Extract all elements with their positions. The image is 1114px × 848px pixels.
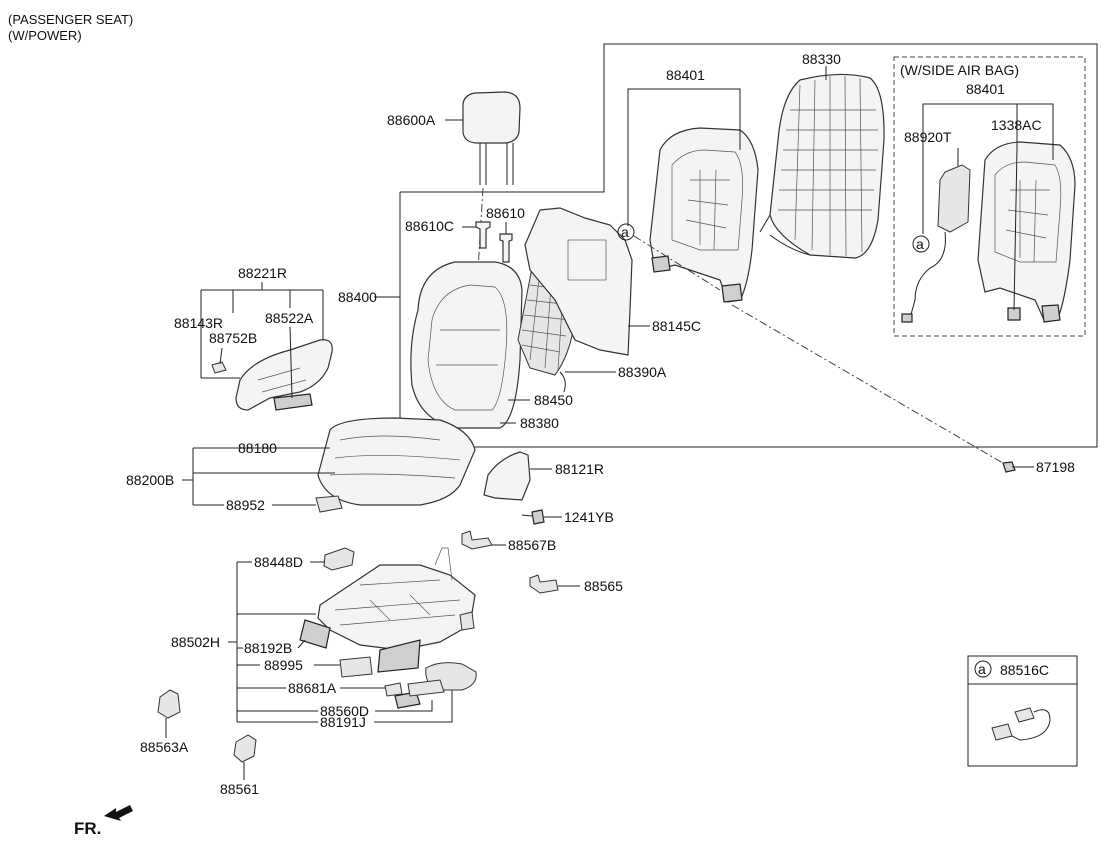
label-88121R: 88121R [555, 461, 604, 477]
leader-88522A [289, 326, 293, 399]
label-88610C: 88610C [405, 218, 454, 234]
leader-88401-airbag [922, 103, 1054, 234]
label-88560D: 88560D [320, 703, 369, 719]
bracket-88567B [461, 530, 493, 550]
side-cover-88121R [483, 451, 531, 501]
leader-88192B [297, 639, 306, 649]
label-88448D: 88448D [254, 554, 303, 570]
seat-frame [299, 547, 476, 673]
label-88180: 88180 [238, 440, 277, 456]
label-88191J: 88191J [320, 714, 366, 730]
airbag-group-box [893, 56, 1086, 337]
legend-part-no: 88516C [1000, 662, 1049, 678]
dashline-frame-main [633, 235, 721, 291]
label-1338AC: 1338AC [991, 117, 1042, 133]
label-88401-main: 88401 [666, 67, 705, 83]
leader-88560D [375, 700, 433, 712]
switch-88681A [384, 682, 403, 697]
label-88681A: 88681A [288, 680, 337, 696]
label-88563A: 88563A [140, 739, 189, 755]
circle-marker-a-airbag [912, 235, 930, 253]
label-88380: 88380 [520, 415, 559, 431]
leader-88401-main [627, 88, 741, 226]
label-88752B: 88752B [209, 330, 257, 346]
label-88145C: 88145C [652, 318, 701, 334]
front-direction-label: FR. [74, 819, 101, 838]
headrest-guide-88610 [499, 233, 513, 263]
legend-marker-circle [974, 660, 992, 678]
seatback-frame-airbag [977, 141, 1076, 323]
label-88400: 88400 [338, 289, 377, 305]
side-shield [211, 339, 333, 411]
seatback-cover [410, 261, 523, 429]
bracket-88565 [529, 574, 559, 594]
module-88995 [339, 656, 373, 678]
label-88401-airbag: 88401 [966, 81, 1005, 97]
seatback-rear-panel [759, 73, 885, 259]
headrest [462, 91, 521, 185]
label-88390A: 88390A [618, 364, 667, 380]
sensor-88952 [315, 495, 343, 513]
bolt-87198 [1002, 461, 1022, 473]
seat-cushion [317, 417, 476, 506]
legend-marker: a [978, 661, 986, 677]
label-88920T: 88920T [904, 129, 952, 145]
label-88522A: 88522A [265, 310, 314, 326]
label-88600A: 88600A [387, 112, 436, 128]
circle-marker-a-main [617, 223, 635, 241]
circle-marker-a-main-text: a [621, 224, 629, 240]
back-board [524, 207, 633, 356]
header-line-1: (PASSENGER SEAT) [8, 12, 133, 27]
screw-1241YB [521, 509, 545, 525]
label-88952: 88952 [226, 497, 265, 513]
label-87198: 87198 [1036, 459, 1075, 475]
circle-marker-a-airbag-text: a [916, 236, 924, 252]
leader-88752B [219, 347, 223, 365]
label-88143R: 88143R [174, 315, 223, 331]
wire-harness-88516C [991, 707, 1051, 741]
cover-88563A [157, 689, 181, 719]
airbag-group-title: (W/SIDE AIR BAG) [900, 62, 1019, 78]
label-88561: 88561 [220, 781, 259, 797]
cover-88561 [233, 734, 257, 763]
label-88502H: 88502H [171, 634, 220, 650]
label-88995: 88995 [264, 657, 303, 673]
label-88192B: 88192B [244, 640, 292, 656]
headrest-guide-88610C [475, 221, 491, 249]
label-88567B: 88567B [508, 537, 556, 553]
side-airbag-module [901, 164, 971, 323]
label-88610: 88610 [486, 205, 525, 221]
leader-1338AC [1013, 147, 1018, 311]
knob-88191J [407, 662, 477, 697]
seatback-frame-main [649, 127, 759, 303]
label-1241YB: 1241YB [564, 509, 614, 525]
label-88450: 88450 [534, 392, 573, 408]
front-arrow-icon [104, 805, 133, 821]
label-88565: 88565 [584, 578, 623, 594]
motor-88448D [323, 547, 355, 571]
leader-88191J [374, 690, 453, 723]
dashline-headrest [477, 187, 484, 271]
dashline-87198 [731, 304, 1009, 467]
label-88200B: 88200B [126, 472, 174, 488]
legend-box: a 88516C [967, 655, 1078, 767]
header-line-2: (W/POWER) [8, 28, 82, 43]
legend-frame [967, 655, 1078, 767]
label-88221R: 88221R [238, 265, 287, 281]
label-88330: 88330 [802, 51, 841, 67]
